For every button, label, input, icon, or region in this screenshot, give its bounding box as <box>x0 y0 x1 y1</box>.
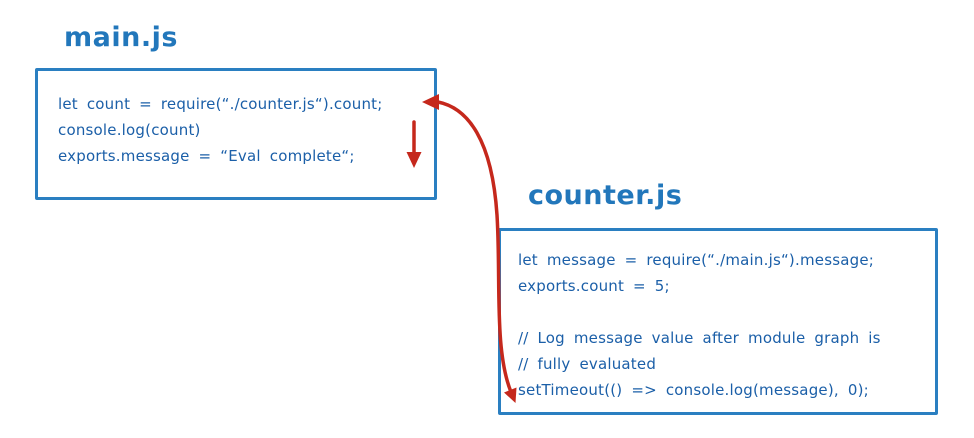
counter-js-title: counter.js <box>528 180 683 211</box>
main-js-title: main.js <box>64 22 178 53</box>
counter-code-line-5: setTimeout(() => console.log(message), 0… <box>518 381 869 399</box>
counter-code-line-2: exports.count = 5; <box>518 277 670 295</box>
counter-code-line-blank <box>518 299 935 325</box>
counter-code-line-3: // Log message value after module graph … <box>518 329 881 347</box>
counter-code-line-1: let message = require(“./main.js“).messa… <box>518 251 875 269</box>
main-code-line-3: exports.message = “Eval complete“; <box>58 147 355 165</box>
main-code-line-2: console.log(count) <box>58 121 201 139</box>
counter-js-code-box: let message = require(“./main.js“).messa… <box>498 228 938 415</box>
main-code-line-1: let count = require(“./counter.js“).coun… <box>58 95 383 113</box>
counter-code-line-4: // fully evaluated <box>518 355 657 373</box>
main-js-code-box: let count = require(“./counter.js“).coun… <box>35 68 437 200</box>
